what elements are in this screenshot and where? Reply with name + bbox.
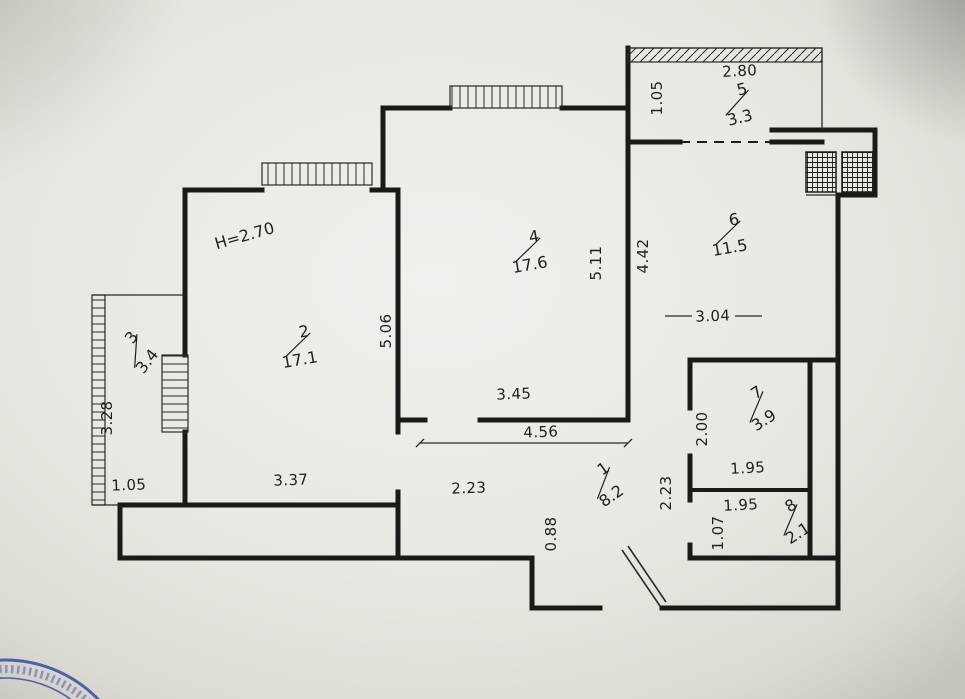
dim-room8-left: 1.07 bbox=[709, 516, 727, 551]
dim-balcony3-left: 3.28 bbox=[98, 401, 116, 436]
dim-room7-bottom: 1.95 bbox=[730, 458, 766, 478]
balcony5-glazing-band bbox=[627, 47, 823, 63]
room-number: 6 bbox=[727, 209, 740, 229]
balcony3-door-window bbox=[161, 354, 189, 433]
room2-window bbox=[261, 162, 373, 186]
stamp-inner-ring bbox=[0, 677, 72, 699]
vent-shaft-left bbox=[805, 151, 837, 193]
dim-room6-width: 3.04 bbox=[695, 306, 731, 325]
dim-4-56-line bbox=[415, 438, 633, 448]
fraction-line bbox=[596, 466, 611, 500]
room-2-label: 2 17.1 bbox=[281, 321, 319, 372]
room4-window bbox=[449, 85, 563, 109]
dim-room4-right: 5.11 bbox=[587, 246, 605, 281]
fraction-line bbox=[715, 220, 741, 245]
fraction-line bbox=[515, 237, 541, 262]
dim-hall-right: 2.23 bbox=[657, 476, 675, 511]
vent-shafts bbox=[805, 151, 875, 193]
balcony3-glazing-band bbox=[91, 294, 106, 506]
dim-room2-right: 5.06 bbox=[377, 314, 395, 349]
dim-balcony3-bottom: 1.05 bbox=[111, 475, 147, 494]
dim-room2-bottom: 3.37 bbox=[273, 470, 309, 489]
dim-hall-left: 2.23 bbox=[451, 478, 487, 497]
stamp bbox=[0, 658, 100, 699]
fraction-line bbox=[725, 89, 749, 116]
outer-and-inner-walls bbox=[117, 45, 878, 611]
fraction-line bbox=[749, 391, 764, 423]
dimension-labels: H=2.70 2.80 1.05 5.11 4.42 3.04 3.45 4.5… bbox=[98, 61, 766, 551]
fraction-line bbox=[134, 334, 138, 369]
stamp-outer-ring bbox=[0, 658, 100, 699]
fraction-line bbox=[285, 332, 311, 357]
dim-hall-top: 4.56 bbox=[523, 422, 559, 441]
fraction-line bbox=[783, 504, 798, 536]
dim-room8-top: 1.95 bbox=[723, 495, 759, 515]
dim-room6-left: 4.42 bbox=[634, 239, 652, 274]
vent-shaft-right bbox=[841, 151, 875, 193]
room-number: 5 bbox=[735, 79, 749, 100]
room-number: 2 bbox=[297, 321, 310, 341]
room-number: 4 bbox=[527, 226, 540, 246]
dim-balcony5-width: 2.80 bbox=[722, 61, 758, 81]
entry-door-leaf bbox=[621, 545, 667, 607]
windows bbox=[91, 47, 823, 506]
dim-room7-left: 2.00 bbox=[693, 412, 711, 447]
dim-room4-bottom: 3.45 bbox=[496, 384, 532, 403]
walls bbox=[117, 45, 878, 611]
dim-balcony5-depth: 1.05 bbox=[648, 81, 666, 116]
dim-hall-step: 0.88 bbox=[542, 517, 560, 552]
